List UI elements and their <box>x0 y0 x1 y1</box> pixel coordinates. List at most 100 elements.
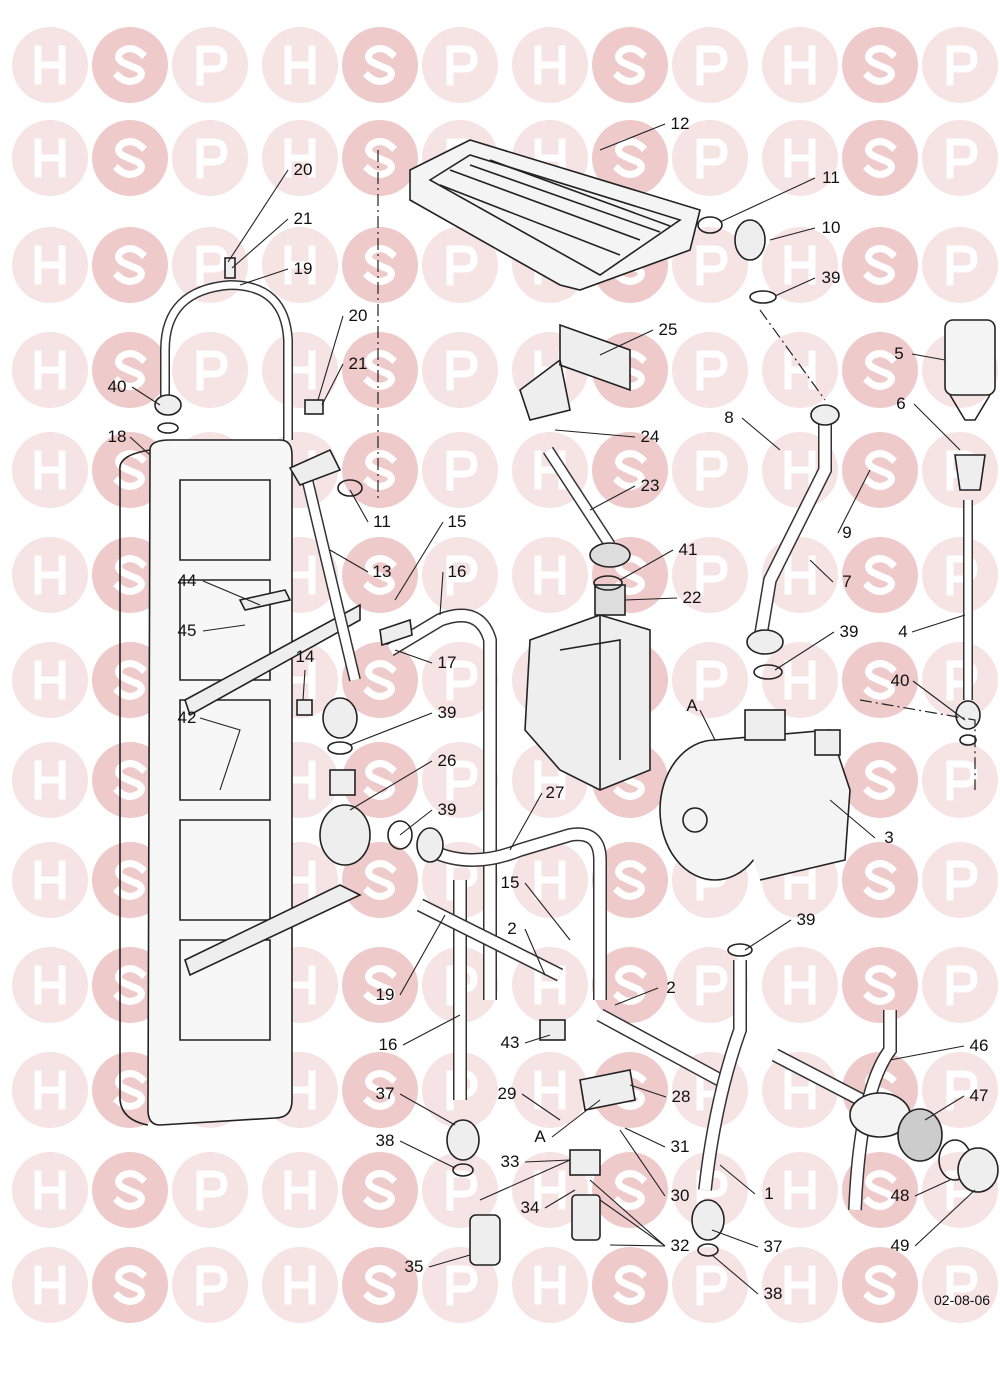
watermark-circle <box>92 1247 168 1323</box>
watermark-circle <box>262 27 338 103</box>
watermark-circle <box>342 432 418 508</box>
watermark-circle <box>422 227 498 303</box>
part-callout: 39 <box>437 800 457 819</box>
watermark-circle <box>922 227 998 303</box>
watermark-circle <box>762 1152 838 1228</box>
part-callout: 15 <box>500 873 520 892</box>
watermark-circle <box>92 332 168 408</box>
watermark-circle <box>422 742 498 818</box>
heat-exchanger <box>409 139 701 291</box>
part-callout: 17 <box>437 653 457 672</box>
watermark-circle <box>172 120 248 196</box>
part-callout: 26 <box>437 751 457 770</box>
part-callout: 8 <box>724 408 734 427</box>
part-callout: 18 <box>107 427 127 446</box>
watermark-circle <box>262 227 338 303</box>
watermark-circle <box>672 537 748 613</box>
part-callout: 20 <box>348 306 368 325</box>
watermark-circle <box>512 1247 588 1323</box>
watermark-circle <box>672 332 748 408</box>
part-callout: 27 <box>545 783 565 802</box>
watermark-circle <box>842 27 918 103</box>
watermark-circle <box>12 947 88 1023</box>
part-callout: 15 <box>447 512 467 531</box>
part-callout: 16 <box>378 1035 398 1054</box>
watermark-circle <box>92 227 168 303</box>
part-callout: 38 <box>763 1284 783 1303</box>
watermark-circle <box>762 120 838 196</box>
watermark-circle <box>422 432 498 508</box>
watermark-circle <box>762 227 838 303</box>
part-callout: 4 <box>898 622 908 641</box>
part-callout: 30 <box>670 1186 690 1205</box>
part-callout: A <box>534 1127 546 1146</box>
watermark-circle <box>922 947 998 1023</box>
part-callout: 20 <box>293 160 313 179</box>
watermark-circle <box>342 947 418 1023</box>
part-callout: 14 <box>295 647 315 666</box>
part-callout: 48 <box>890 1186 910 1205</box>
part-callout: 41 <box>678 540 698 559</box>
part-callout: 47 <box>969 1086 989 1105</box>
watermark-circle <box>342 842 418 918</box>
bypass-assembly <box>771 1010 999 1211</box>
part-callout: 21 <box>348 354 368 373</box>
watermark-circle <box>842 742 918 818</box>
part-callout: 31 <box>670 1137 690 1156</box>
watermark-circle <box>842 120 918 196</box>
part-callout: 38 <box>375 1131 395 1150</box>
watermark-circle <box>12 27 88 103</box>
part-callout: 25 <box>658 320 678 339</box>
part-callout: 19 <box>375 985 395 1004</box>
watermark-circle <box>342 1247 418 1323</box>
part-callout: 42 <box>177 708 197 727</box>
part-callout: 16 <box>447 562 467 581</box>
watermark-circle <box>342 1152 418 1228</box>
watermark-circle <box>592 1247 668 1323</box>
part-callout: 29 <box>497 1084 517 1103</box>
watermark-circle <box>842 227 918 303</box>
part-callout: 35 <box>404 1257 424 1276</box>
watermark-circle <box>92 1152 168 1228</box>
assembly-lines <box>377 150 976 790</box>
part-callout: 11 <box>822 168 840 187</box>
watermark-circle <box>12 1247 88 1323</box>
watermark-circle <box>592 1152 668 1228</box>
part-callout: 40 <box>107 377 127 396</box>
watermark-circle <box>512 27 588 103</box>
watermark-circle <box>172 27 248 103</box>
fittings <box>154 216 981 1266</box>
part-callout: 6 <box>896 394 906 413</box>
pipe-19 <box>160 279 293 440</box>
watermark-circle <box>512 842 588 918</box>
watermark-circle <box>922 27 998 103</box>
watermark-circle <box>842 432 918 508</box>
part-callout: 28 <box>671 1087 691 1106</box>
watermark-circle <box>512 1052 588 1128</box>
watermark-circle <box>262 1152 338 1228</box>
watermark-circle <box>842 1247 918 1323</box>
watermark-circle <box>592 432 668 508</box>
watermark-circle <box>342 227 418 303</box>
watermark-circle <box>342 742 418 818</box>
part-callout: 43 <box>500 1033 520 1052</box>
watermark-circle <box>12 537 88 613</box>
watermark-circle <box>92 27 168 103</box>
drawing-code: 02-08-06 <box>934 1292 991 1308</box>
watermark-circle <box>342 1052 418 1128</box>
part-callout: 33 <box>500 1152 520 1171</box>
watermark-circle <box>12 227 88 303</box>
part-callout: 2 <box>507 919 517 938</box>
watermark-circle <box>762 642 838 718</box>
watermark-circle <box>342 332 418 408</box>
part-callout: 9 <box>842 523 852 542</box>
watermark-circle <box>762 947 838 1023</box>
watermark-circle <box>422 1152 498 1228</box>
gas-valve <box>524 542 651 791</box>
part-callout: 49 <box>890 1236 910 1255</box>
part-callout: 21 <box>293 209 313 228</box>
watermark-circle <box>512 1152 588 1228</box>
watermark-circle <box>12 642 88 718</box>
watermark-circle <box>422 642 498 718</box>
